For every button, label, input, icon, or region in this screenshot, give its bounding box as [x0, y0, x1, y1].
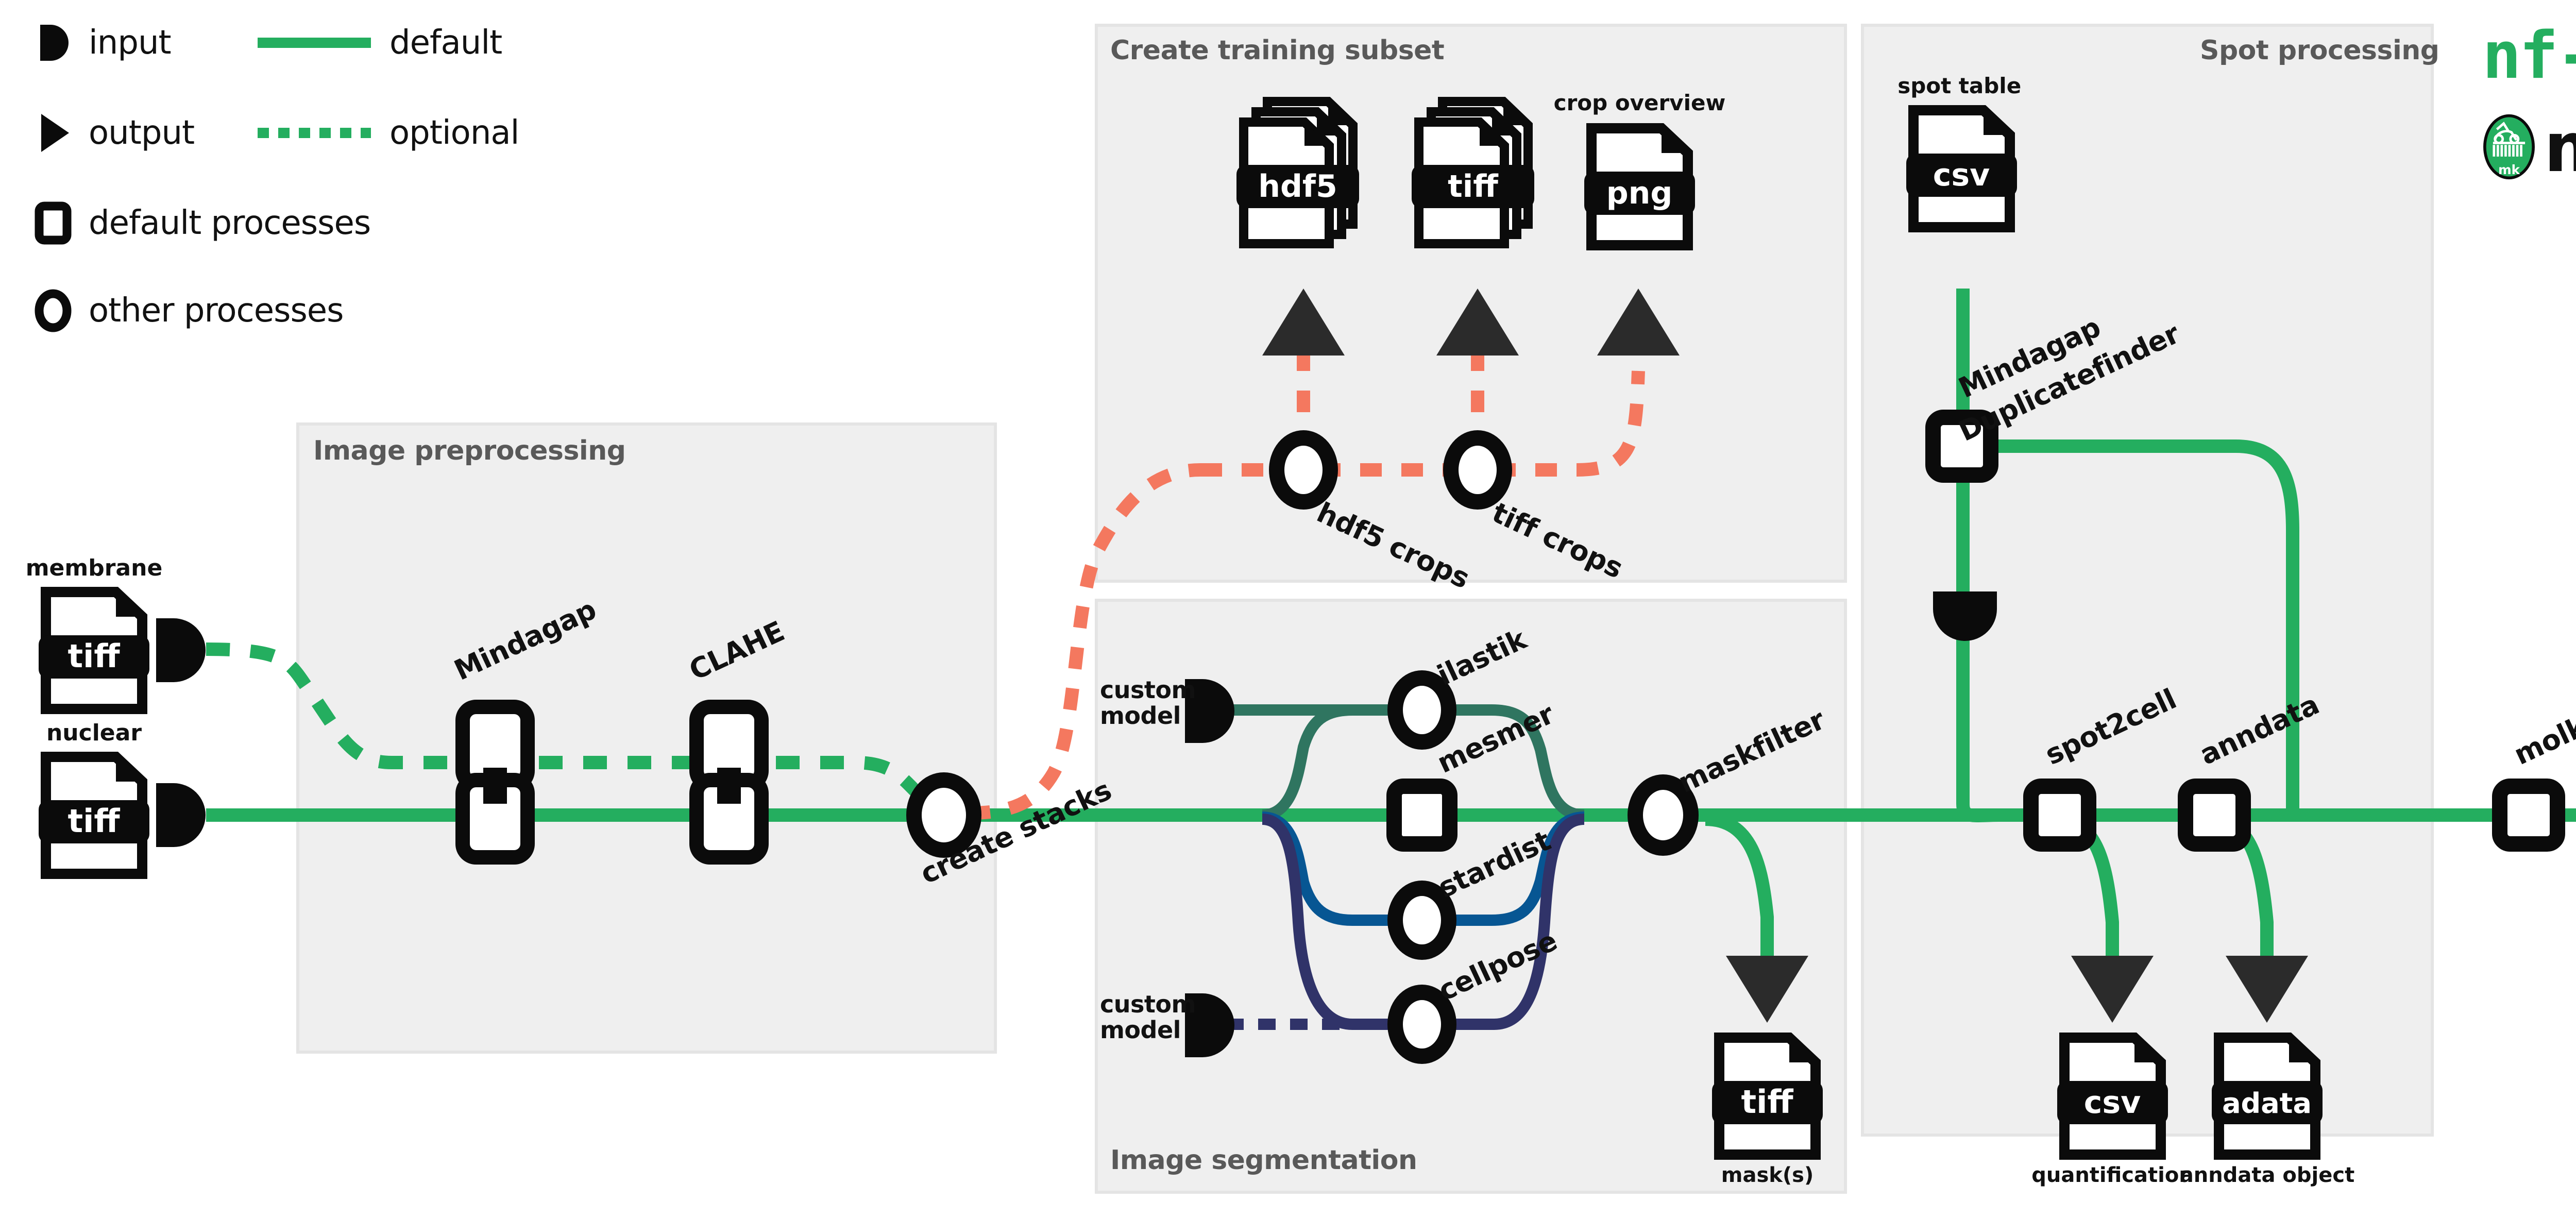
file-icon-spot-table-csv: csv spot table: [1897, 73, 2021, 234]
optional-line-icon: [252, 111, 376, 155]
input-marker-icon: [31, 21, 75, 65]
arrowhead-down-quant: [2071, 956, 2154, 1023]
circle-process-icon: [31, 289, 75, 333]
input-marker-nuclear: [156, 783, 206, 847]
arrowhead-up-tiff: [1436, 289, 1519, 356]
process-maskfilter-shape: [1628, 774, 1699, 856]
process-cellpose-shape: [1387, 985, 1456, 1064]
process-create-stacks-shape: [906, 772, 981, 858]
file-caption-nuclear: nuclear: [46, 720, 142, 746]
svg-text:png: png: [1606, 175, 1673, 211]
logo-line-org: nf-core/: [2482, 11, 2576, 99]
process-anndata-shape: [2178, 779, 2251, 852]
file-caption-spot-table: spot table: [1897, 73, 2022, 98]
file-icon-anndata-object: adata anndata object: [2180, 1030, 2354, 1187]
legend-label-other-processes: other processes: [89, 292, 344, 330]
svg-text:hdf5: hdf5: [1258, 168, 1337, 205]
square-process-icon: [31, 201, 75, 245]
legend-row-input: input: [31, 21, 172, 65]
process-molkartqc-shape: [2492, 779, 2565, 852]
logo-molkart-text: molkart: [2544, 108, 2576, 188]
input-marker-custom-model-2: [1185, 993, 1234, 1057]
arrowhead-down-anndata: [2226, 956, 2308, 1023]
input-marker-custom-model-1: [1185, 679, 1234, 743]
svg-text:tiff: tiff: [67, 637, 120, 675]
panel-title-spot-processing: Spot processing: [2200, 35, 2439, 66]
process-mesmer-shape: [1386, 779, 1458, 852]
molkart-badge-text: mk: [2498, 162, 2520, 177]
custom-model-label-cellpose: custom model: [1100, 990, 1196, 1044]
file-icon-nuclear-tiff: tiff nuclear: [39, 720, 149, 881]
legend-row-other-processes: other processes: [31, 289, 344, 333]
legend-row-default: default: [252, 21, 502, 65]
file-icon-tiff-crops: tiff: [1412, 95, 1551, 250]
process-tiff-crops-shape: [1443, 430, 1512, 510]
logo-line-pipeline: mk molkart: [2482, 102, 2576, 194]
file-icon-hdf5-crops: hdf5: [1236, 95, 1376, 250]
file-icon-mask-tiff: tiff mask(s): [1712, 1030, 1823, 1187]
panel-title-image-preprocessing: Image preprocessing: [313, 435, 626, 466]
arrowhead-up-png: [1597, 289, 1680, 356]
custom-model-label-ilastik: custom model: [1100, 676, 1196, 730]
input-marker-membrane: [156, 618, 206, 682]
file-caption-anndata-object: anndata object: [2179, 1163, 2355, 1187]
logo-nf-text: nf-: [2482, 17, 2576, 93]
nf-core-logo: nf-core/: [2482, 11, 2576, 212]
panel-title-image-segmentation: Image segmentation: [1110, 1145, 1417, 1176]
file-icon-membrane-tiff: tiff membrane: [26, 555, 162, 716]
legend-label-input: input: [89, 24, 172, 62]
file-caption-masks: mask(s): [1721, 1163, 1814, 1187]
svg-text:adata: adata: [2222, 1087, 2312, 1120]
process-clahe-shape: [689, 700, 769, 865]
process-ilastik-shape: [1387, 670, 1456, 750]
process-stardist-shape: [1387, 881, 1456, 960]
legend-label-default-processes: default processes: [89, 204, 371, 242]
file-icon-crop-overview-png: png crop overview: [1554, 90, 1725, 252]
legend-row-optional: optional: [252, 111, 519, 155]
legend-label-output: output: [89, 114, 195, 152]
process-mindagap-shape: [455, 700, 535, 865]
svg-text:tiff: tiff: [1741, 1083, 1793, 1121]
legend-label-optional: optional: [389, 114, 519, 152]
output-marker-icon: [31, 111, 75, 155]
arrowhead-down-mask: [1726, 956, 1808, 1023]
svg-text:tiff: tiff: [1448, 168, 1499, 205]
molkart-badge-icon: mk: [2482, 113, 2536, 183]
legend-row-default-processes: default processes: [31, 201, 371, 245]
legend-label-default: default: [389, 24, 502, 62]
panel-image-preprocessing: [296, 422, 997, 1054]
file-icon-quantification-csv: csv quantification: [2031, 1030, 2194, 1187]
process-spot2cell-shape: [2023, 779, 2096, 852]
input-marker-spot-table: [1933, 591, 1997, 641]
arrowhead-up-hdf5: [1262, 289, 1345, 356]
file-caption-quantification: quantification: [2031, 1163, 2194, 1187]
legend-row-output: output: [31, 111, 195, 155]
file-caption-membrane: membrane: [25, 555, 163, 581]
process-mindagap-duplicatefinder-shape: [1925, 410, 1998, 483]
svg-text:tiff: tiff: [67, 802, 120, 840]
svg-text:csv: csv: [1933, 157, 1990, 193]
default-line-icon: [252, 21, 376, 65]
legend: input default output: [31, 15, 855, 366]
svg-text:csv: csv: [2084, 1085, 2141, 1121]
panel-title-create-training-subset: Create training subset: [1110, 35, 1445, 66]
file-caption-crop-overview: crop overview: [1553, 90, 1726, 115]
process-hdf5-crops-shape: [1269, 430, 1338, 510]
